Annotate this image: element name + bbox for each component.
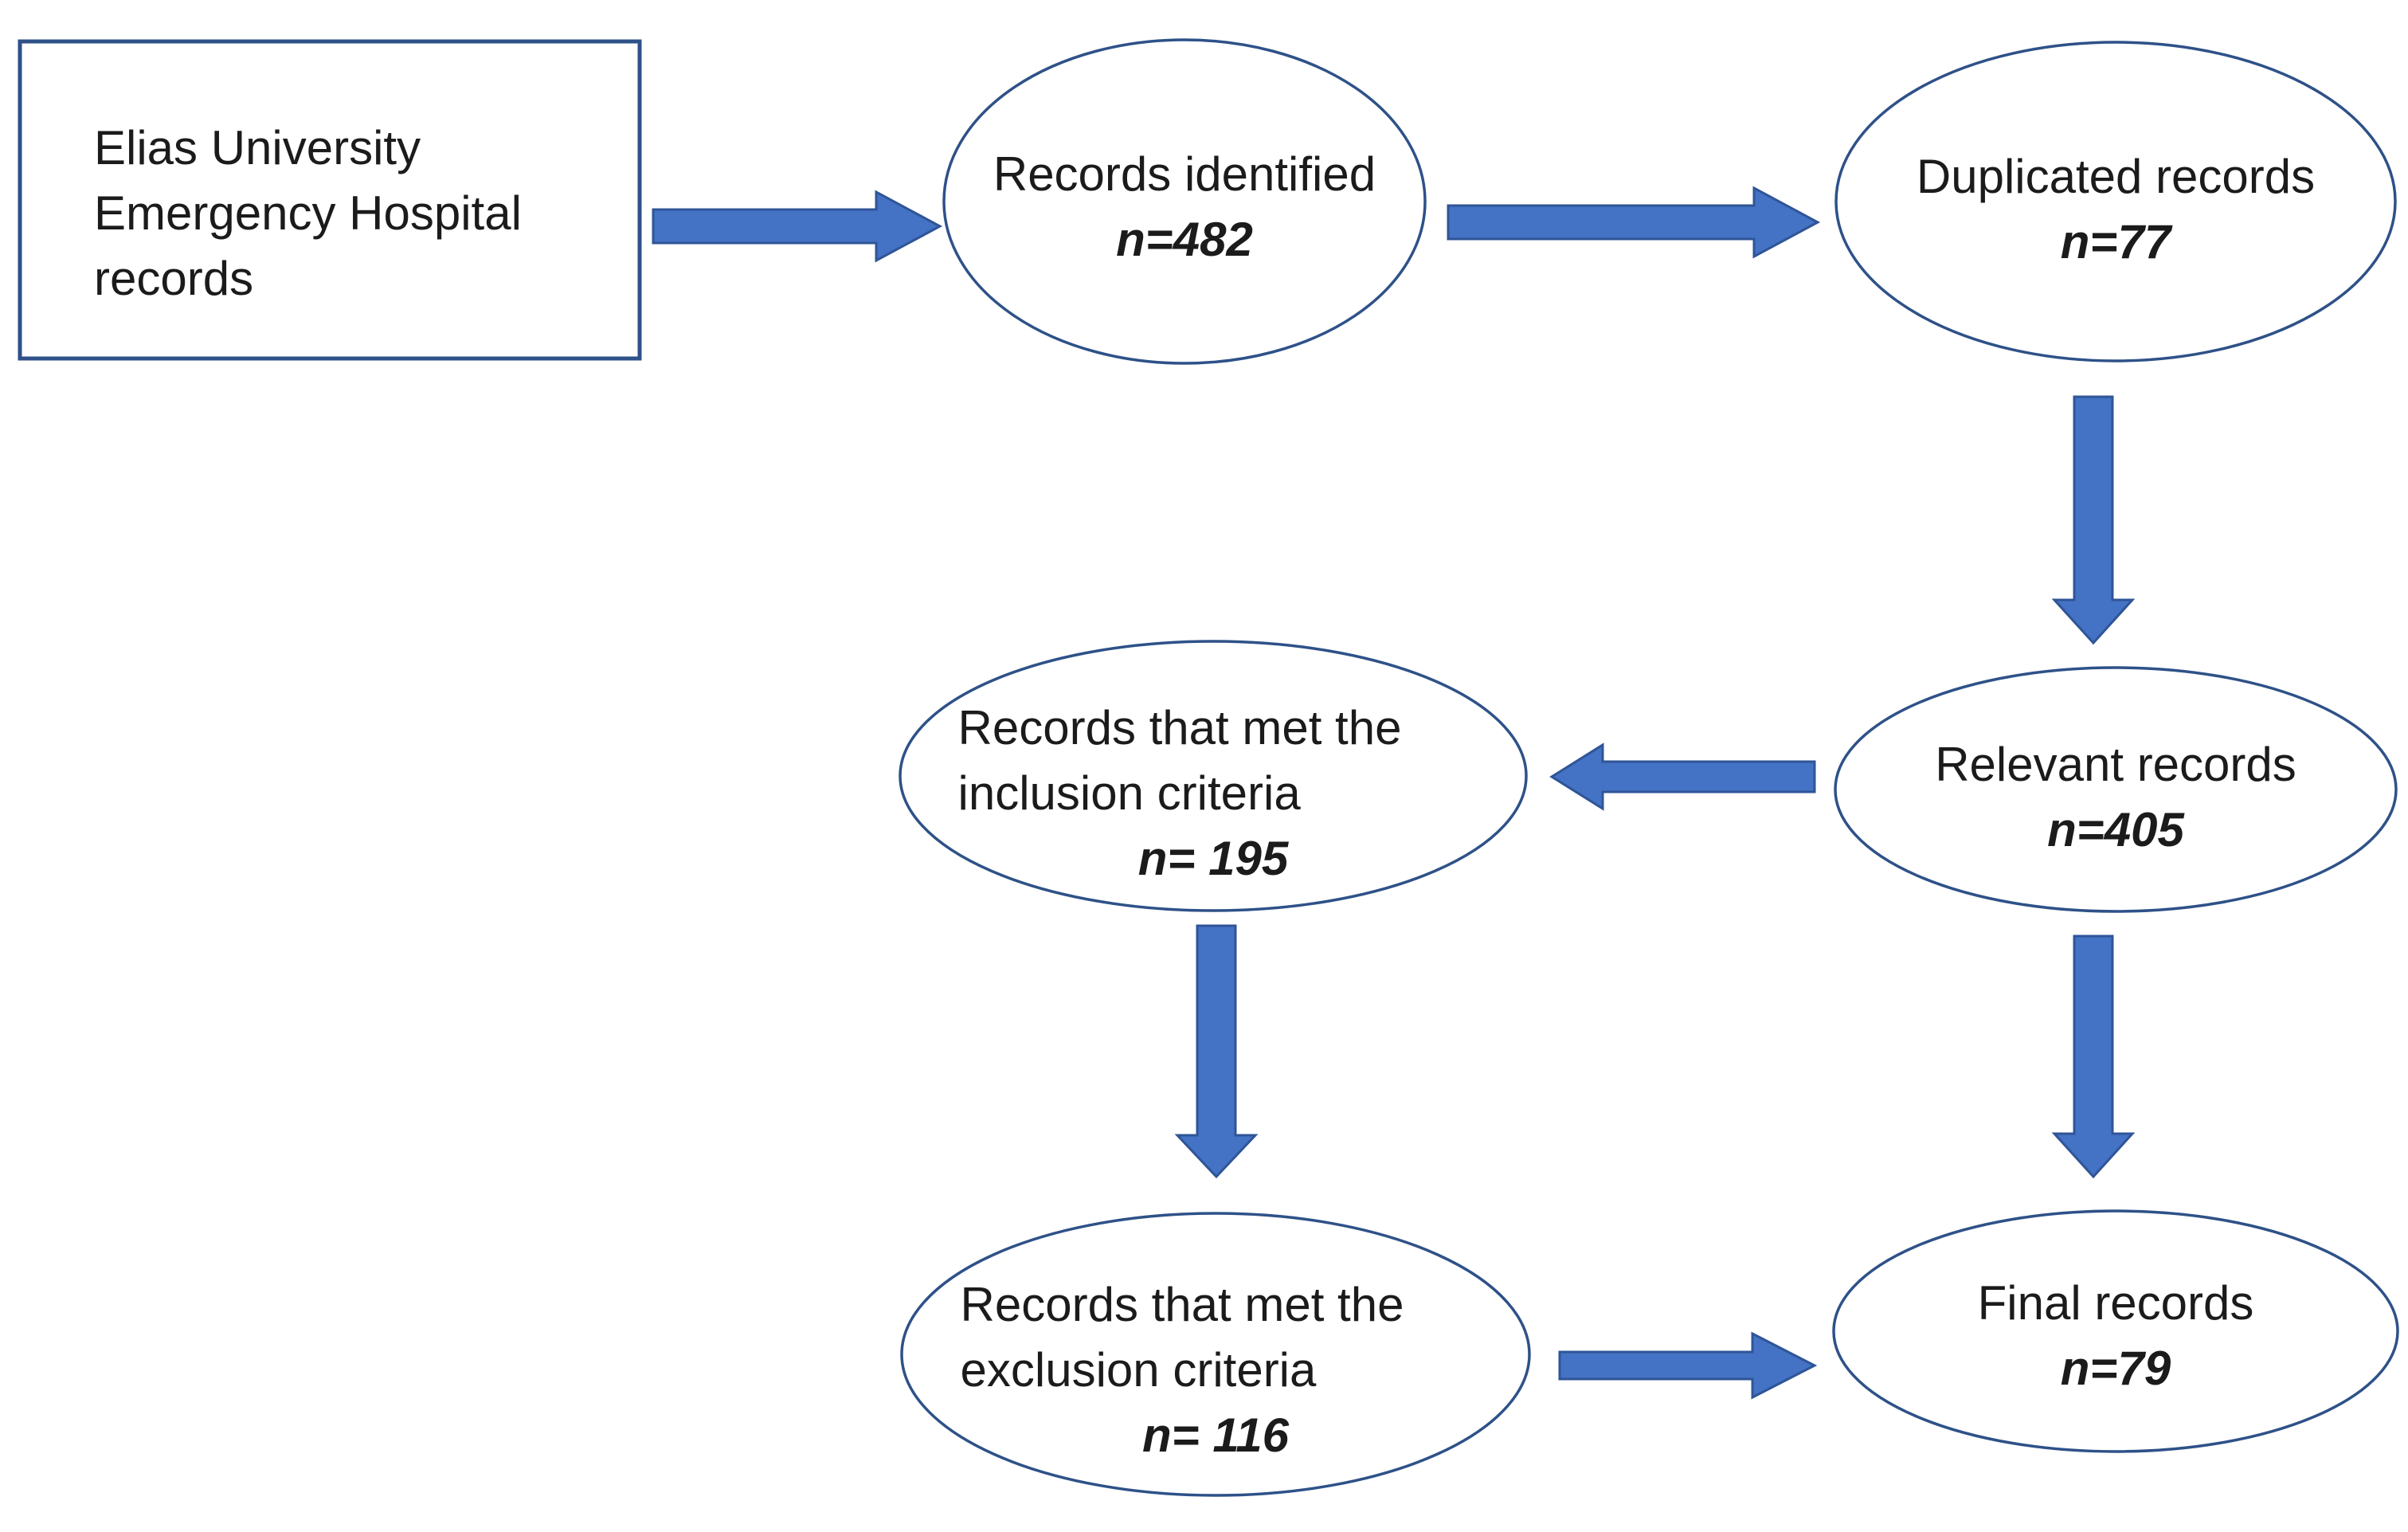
arrow-duplicated-to-relevant	[2051, 395, 2136, 645]
relevant-records-count: n=405	[2047, 803, 2184, 856]
records-identified-count: n=482	[1116, 213, 1253, 266]
inclusion-criteria-line-1: Records that met the	[957, 701, 1402, 754]
arrow-relevant-to-inclusion	[1549, 742, 1816, 811]
final-records-count: n=79	[2060, 1342, 2171, 1395]
inclusion-criteria-label: Records that met the inclusion criteria …	[900, 695, 1526, 891]
arrow-exclusion-to-final	[1558, 1331, 1818, 1400]
exclusion-criteria-lines: Records that met the exclusion criteria	[961, 1272, 1404, 1403]
ellipse-records-identified	[942, 38, 1427, 365]
ellipse-relevant-records	[1834, 666, 2398, 913]
final-records-label: Final records n=79	[1834, 1271, 2398, 1401]
ellipse-exclusion-criteria	[900, 1212, 1531, 1497]
records-identified-label: Records identified n=482	[944, 142, 1425, 272]
source-box-line-3: records	[94, 252, 254, 305]
arrow-inclusion-to-exclusion	[1174, 924, 1259, 1179]
inclusion-criteria-line-2: inclusion criteria	[957, 766, 1301, 820]
arrow-identified-to-duplicated	[1447, 186, 1821, 259]
source-box-line-2: Emergency Hospital	[94, 186, 522, 240]
duplicated-records-label: Duplicated records n=77	[1836, 144, 2395, 275]
exclusion-criteria-count: n= 116	[1141, 1409, 1289, 1462]
source-box-line-1: Elias University	[94, 121, 421, 174]
exclusion-criteria-line-2: exclusion criteria	[960, 1343, 1317, 1397]
duplicated-records-text: Duplicated records	[1916, 150, 2316, 203]
ellipse-final-records	[1832, 1209, 2399, 1453]
inclusion-criteria-count: n= 195	[1137, 832, 1289, 885]
inclusion-criteria-lines: Records that met the inclusion criteria	[958, 695, 1402, 826]
records-identified-text: Records identified	[993, 147, 1376, 201]
exclusion-criteria-line-1: Records that met the	[960, 1278, 1404, 1331]
relevant-records-text: Relevant records	[1935, 738, 2296, 791]
source-box-shape	[18, 39, 642, 361]
arrow-relevant-to-final	[2051, 934, 2136, 1179]
duplicated-records-count: n=77	[2060, 215, 2171, 268]
arrow-source-to-identified	[652, 190, 943, 263]
relevant-records-label: Relevant records n=405	[1835, 732, 2396, 863]
ellipse-inclusion-criteria	[899, 640, 1528, 912]
final-records-text: Final records	[1977, 1276, 2254, 1330]
source-box-label: Elias University Emergency Hospital reco…	[94, 116, 604, 311]
exclusion-criteria-label: Records that met the exclusion criteria …	[902, 1272, 1529, 1468]
ellipse-duplicated-records	[1834, 41, 2397, 362]
